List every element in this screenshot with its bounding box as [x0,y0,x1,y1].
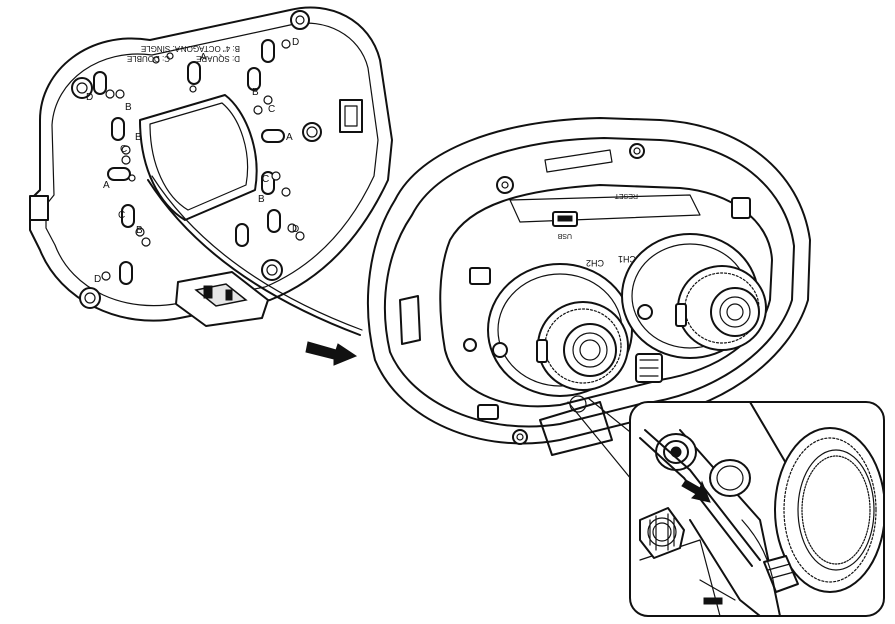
hole-letter: C [262,174,269,185]
plate-small-holes [101,39,305,281]
plate-terminal-grid [302,122,322,142]
hole-letter: B [252,87,259,98]
arrow-down-icon [681,479,711,503]
arrow-right-icon [305,341,358,366]
hole-letter: D [94,274,101,285]
hole-letter: A [200,52,207,63]
hole-letter: C [118,210,125,221]
lens-ch1 [621,233,767,359]
channel-label: CH1 [618,254,636,264]
plate-legend-line: D: SQUARE [196,54,240,63]
cable-gland-nut [639,507,685,559]
detail-inset [629,401,885,617]
usb-port: USB [552,211,578,239]
lens-ch2 [487,263,633,397]
hole-letter: A [286,132,293,143]
cable-connector-plug [703,555,799,605]
hole-letter: D [292,37,299,48]
plate-screw-bosses [71,10,310,309]
hole-letter: B [258,194,265,205]
usb-label: USB [557,232,572,239]
inset-lens-ring [774,427,883,593]
hole-letter: A [103,180,110,191]
hole-letter: B [125,102,132,113]
plate-legend: C: DOUBLE D: SQUARE A: SINGLE B: 4" OCTA… [127,44,240,63]
reset-label: RESET [614,192,638,199]
plate-hole-letters: A A A B B B B B C C C C D D D D [86,37,299,285]
plate-legend-line: A: SINGLE [141,44,180,53]
cable-grommet [655,433,697,471]
hole-letter: C [268,104,275,115]
hole-letter: B [136,225,143,236]
camera-body: USB RESET [367,117,811,456]
channel-label: CH2 [586,258,604,268]
hole-letter: C [120,144,127,155]
hole-letter: D [86,92,93,103]
plate-cable-connector [175,271,269,327]
plate-legend-line: B: 4" OCTAGON [181,44,240,53]
network-cable [147,179,361,336]
plate-mounting-slots [93,39,285,285]
plate-legend-line: C: DOUBLE [127,54,170,63]
hole-letter: D [292,224,299,235]
mounting-plate: C: DOUBLE D: SQUARE A: SINGLE B: 4" OCTA… [29,6,393,327]
hole-letter: B [135,132,142,143]
